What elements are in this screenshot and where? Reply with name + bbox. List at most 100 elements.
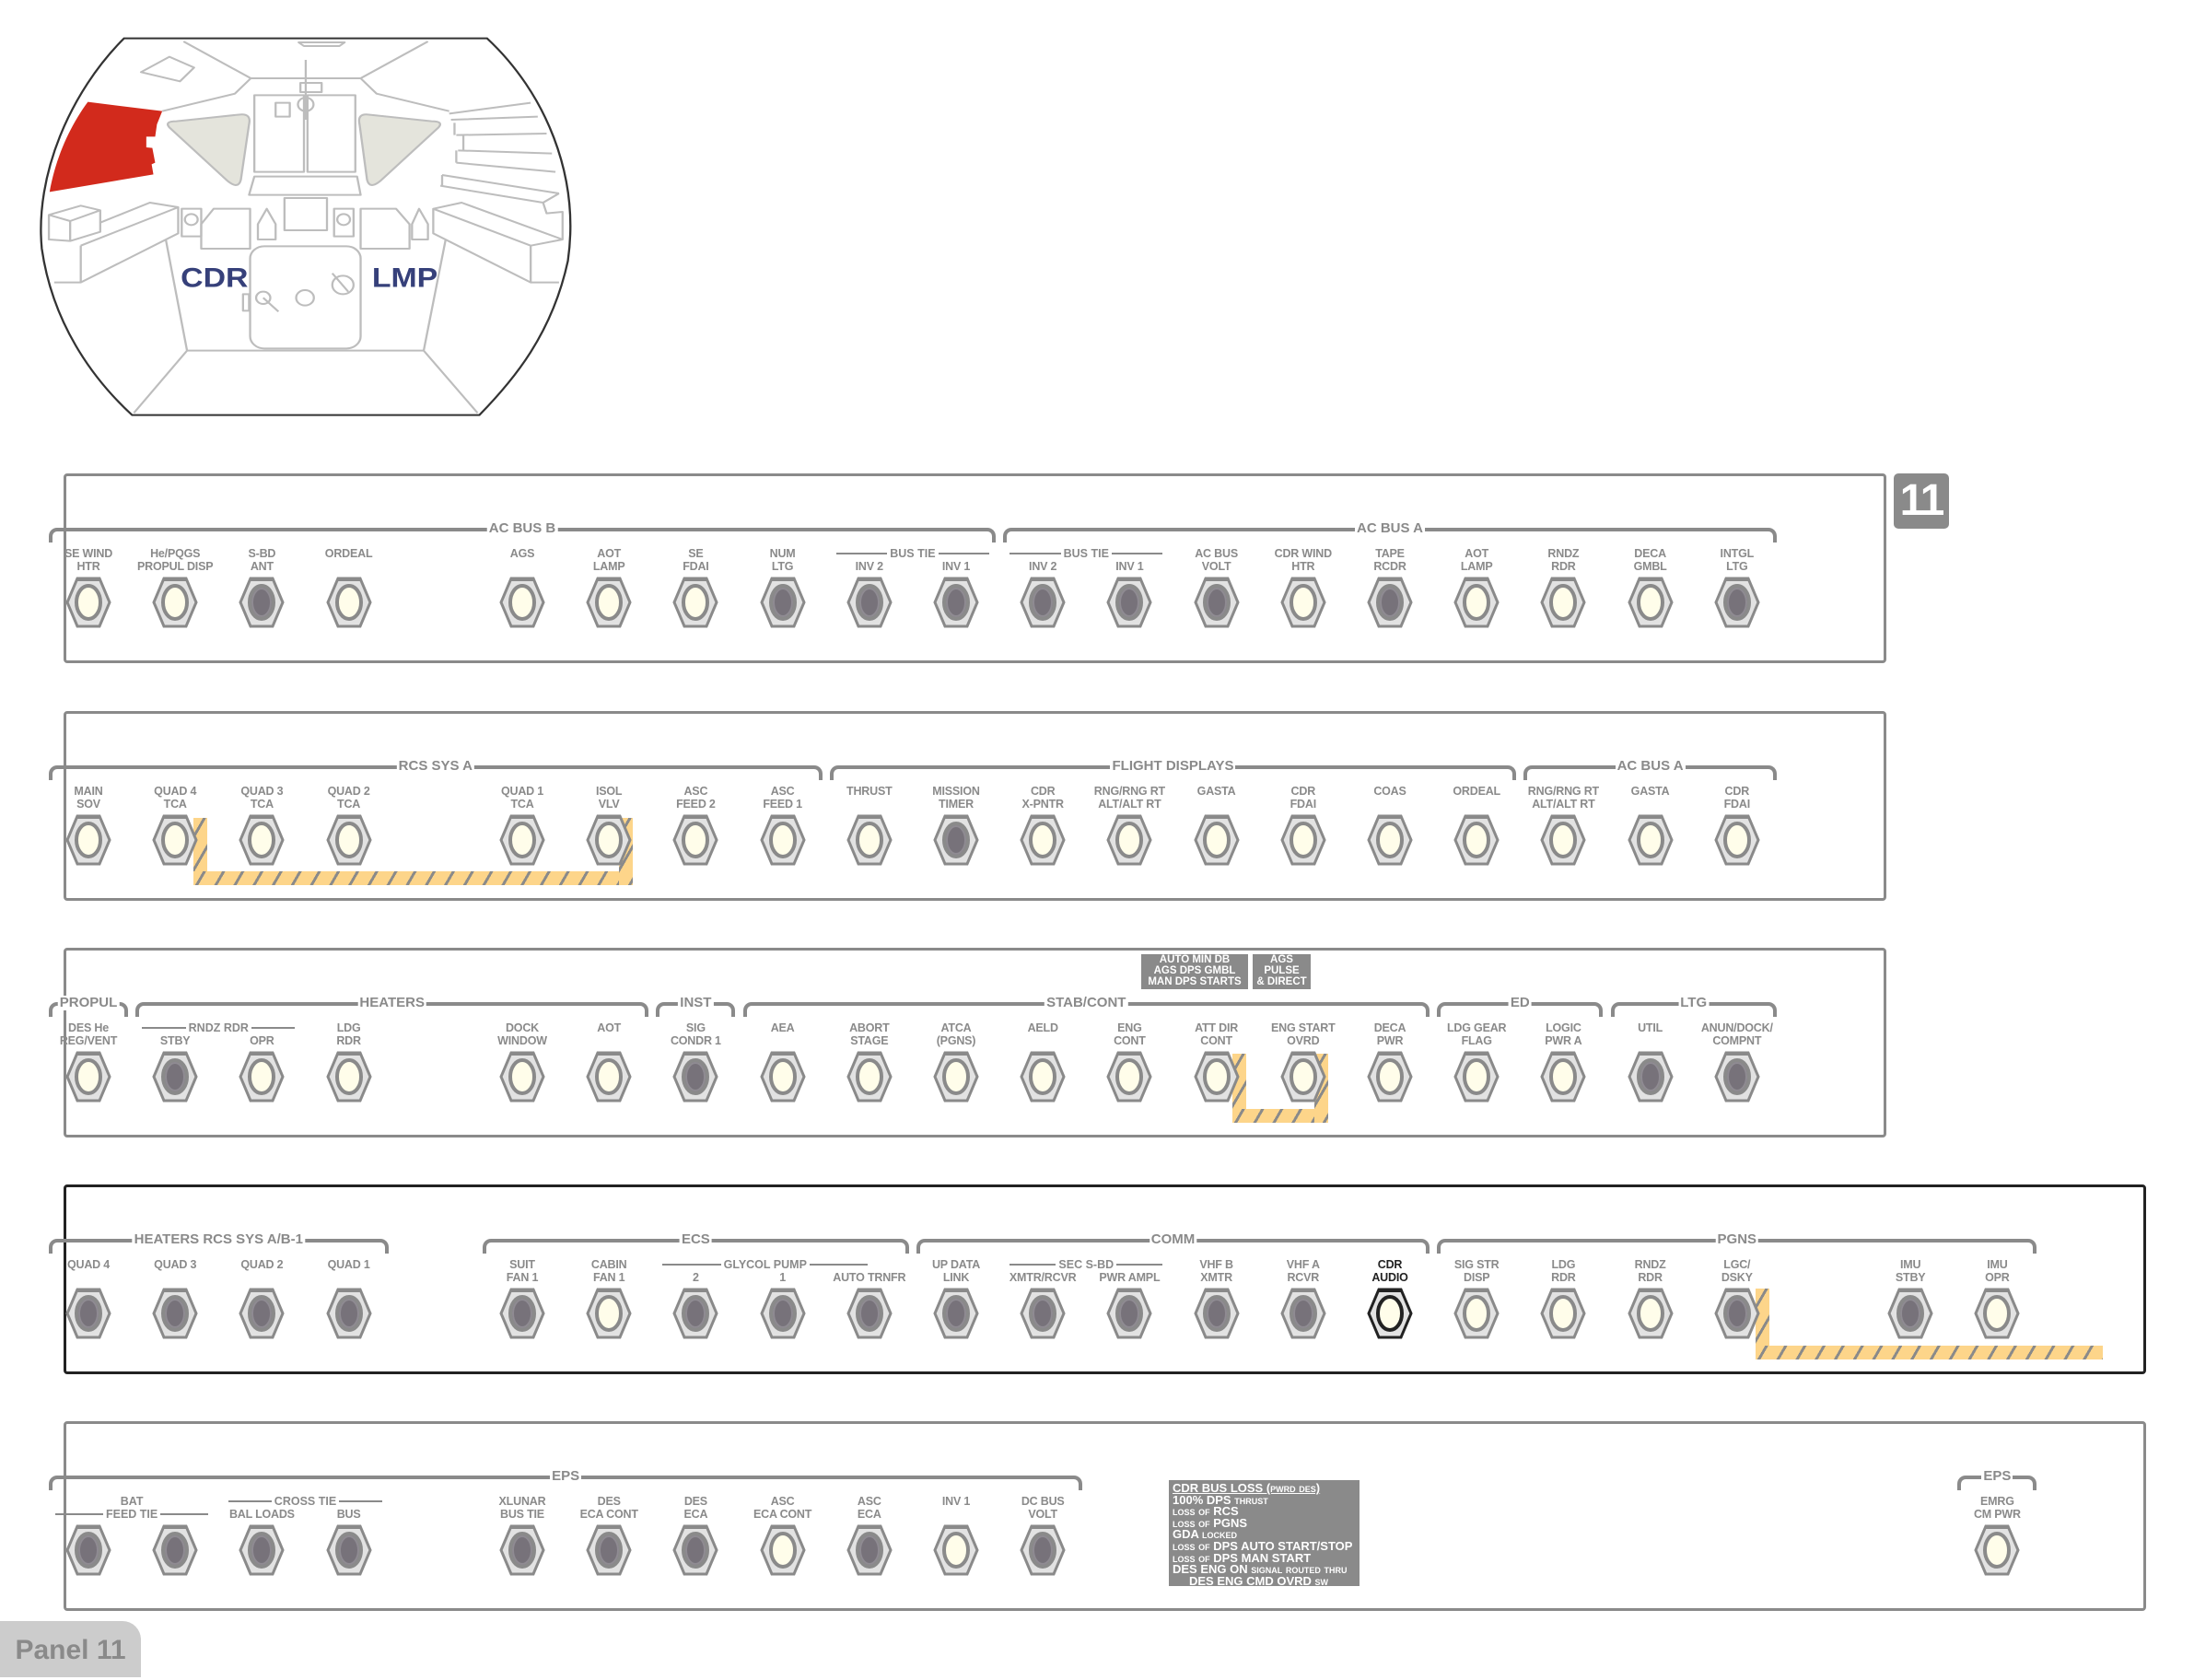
breaker-knob-icon[interactable] <box>759 814 806 866</box>
breaker-knob-icon[interactable] <box>239 1288 286 1339</box>
breaker-label: CABIN <box>590 1258 627 1271</box>
breaker-knob-icon[interactable] <box>1627 1288 1674 1339</box>
breaker-knob-icon[interactable] <box>1540 1288 1587 1339</box>
breaker-knob-icon[interactable] <box>1367 577 1413 628</box>
breaker-knob-icon[interactable] <box>1367 1051 1413 1102</box>
breaker-knob-icon[interactable] <box>586 1051 632 1102</box>
breaker-knob-icon[interactable] <box>933 1051 979 1102</box>
breaker-knob-icon[interactable] <box>1453 577 1500 628</box>
breaker-label: DISP <box>1464 1271 1490 1284</box>
breaker-knob-icon[interactable] <box>846 1288 893 1339</box>
breaker-knob-icon[interactable] <box>586 814 632 866</box>
breaker-knob-icon[interactable] <box>846 577 893 628</box>
breaker-knob-icon[interactable] <box>672 814 719 866</box>
breaker-knob-icon[interactable] <box>759 577 806 628</box>
breaker-knob-icon[interactable] <box>239 577 286 628</box>
breaker-knob-icon[interactable] <box>1106 1288 1153 1339</box>
breaker-knob-icon[interactable] <box>846 1051 893 1102</box>
breaker-label: SOV <box>76 798 100 811</box>
breaker-knob-icon[interactable] <box>1714 1288 1760 1339</box>
breaker-knob-icon[interactable] <box>1193 1288 1240 1339</box>
breaker-knob-icon[interactable] <box>499 1524 545 1576</box>
breaker-knob-icon[interactable] <box>1193 1051 1240 1102</box>
breaker-knob-icon[interactable] <box>933 1524 979 1576</box>
breaker-knob-icon[interactable] <box>1106 1051 1153 1102</box>
breaker-knob-icon[interactable] <box>586 577 632 628</box>
breaker-knob-icon[interactable] <box>1106 814 1153 866</box>
breaker-knob-icon[interactable] <box>239 1051 286 1102</box>
breaker-knob-icon[interactable] <box>933 577 979 628</box>
breaker-knob-icon[interactable] <box>499 1051 545 1102</box>
breaker-label: TCA <box>163 798 187 811</box>
breaker-knob-icon[interactable] <box>1280 1051 1326 1102</box>
breaker-label: LTG <box>771 560 794 573</box>
breaker-knob-icon[interactable] <box>1367 1288 1413 1339</box>
breaker-knob-icon[interactable] <box>1627 814 1674 866</box>
breaker-knob-icon[interactable] <box>1020 577 1066 628</box>
breaker-knob-icon[interactable] <box>1540 1051 1587 1102</box>
breaker-knob-icon[interactable] <box>152 1524 198 1576</box>
breaker-knob-icon[interactable] <box>1020 814 1066 866</box>
breaker-knob-icon[interactable] <box>1280 1288 1326 1339</box>
breaker-knob-icon[interactable] <box>933 1288 979 1339</box>
breaker-knob-icon[interactable] <box>1453 814 1500 866</box>
breaker-knob-icon[interactable] <box>499 577 545 628</box>
breaker-knob-icon[interactable] <box>759 1051 806 1102</box>
breaker-knob-icon[interactable] <box>325 1288 372 1339</box>
breaker-knob-icon[interactable] <box>1974 1288 2021 1339</box>
breaker-knob-icon[interactable] <box>672 1051 719 1102</box>
breaker-knob-icon[interactable] <box>65 1288 111 1339</box>
breaker-knob-icon[interactable] <box>152 1288 198 1339</box>
breaker-knob-icon[interactable] <box>1627 1051 1674 1102</box>
breaker-knob-icon[interactable] <box>325 1524 372 1576</box>
breaker-knob-icon[interactable] <box>65 1051 111 1102</box>
breaker-knob-icon[interactable] <box>1540 577 1587 628</box>
breaker-label: RDR <box>336 1034 361 1047</box>
breaker-knob-icon[interactable] <box>65 1524 111 1576</box>
breaker-knob-icon[interactable] <box>152 1051 198 1102</box>
breaker-knob-icon[interactable] <box>239 1524 286 1576</box>
breaker-knob-icon[interactable] <box>672 1288 719 1339</box>
breaker-knob-icon[interactable] <box>152 577 198 628</box>
breaker-knob-icon[interactable] <box>1453 1051 1500 1102</box>
breaker-knob-icon[interactable] <box>499 814 545 866</box>
breaker-knob-icon[interactable] <box>65 814 111 866</box>
breaker-label: QUAD 4 <box>154 785 197 798</box>
breaker-knob-icon[interactable] <box>1020 1288 1066 1339</box>
breaker-knob-icon[interactable] <box>1280 577 1326 628</box>
breaker-knob-icon[interactable] <box>933 814 979 866</box>
breaker-knob-icon[interactable] <box>1540 814 1587 866</box>
breaker-knob-icon[interactable] <box>1714 577 1760 628</box>
breaker-knob-icon[interactable] <box>499 1288 545 1339</box>
breaker-knob-icon[interactable] <box>759 1524 806 1576</box>
breaker-knob-icon[interactable] <box>1020 1051 1066 1102</box>
breaker-knob-icon[interactable] <box>672 577 719 628</box>
breaker-knob-icon[interactable] <box>325 1051 372 1102</box>
breaker-knob-icon[interactable] <box>586 1524 632 1576</box>
breaker-knob-icon[interactable] <box>1367 814 1413 866</box>
breaker-knob-icon[interactable] <box>152 814 198 866</box>
breaker-knob-icon[interactable] <box>1280 814 1326 866</box>
breaker-knob-icon[interactable] <box>672 1524 719 1576</box>
breaker-knob-icon[interactable] <box>1887 1288 1933 1339</box>
group-bracket: AC BUS A <box>1523 759 1777 780</box>
breaker-knob-icon[interactable] <box>325 577 372 628</box>
breaker-knob-icon[interactable] <box>759 1288 806 1339</box>
breaker-knob-icon[interactable] <box>1453 1288 1500 1339</box>
breaker-knob-icon[interactable] <box>1714 814 1760 866</box>
breaker-knob-icon[interactable] <box>1714 1051 1760 1102</box>
breaker-knob-icon[interactable] <box>1106 577 1153 628</box>
breaker-knob-icon[interactable] <box>846 814 893 866</box>
breaker-knob-icon[interactable] <box>586 1288 632 1339</box>
breaker-knob-icon[interactable] <box>65 577 111 628</box>
breaker-knob-icon[interactable] <box>1193 814 1240 866</box>
divider-line <box>228 1500 272 1502</box>
breaker-knob-icon[interactable] <box>1627 577 1674 628</box>
breaker-knob-icon[interactable] <box>1020 1524 1066 1576</box>
breaker-knob-icon[interactable] <box>325 814 372 866</box>
breaker-knob-icon[interactable] <box>1193 577 1240 628</box>
breaker-knob-icon[interactable] <box>1974 1524 2021 1576</box>
breaker-knob-icon[interactable] <box>846 1524 893 1576</box>
breaker-knob-icon[interactable] <box>239 814 286 866</box>
